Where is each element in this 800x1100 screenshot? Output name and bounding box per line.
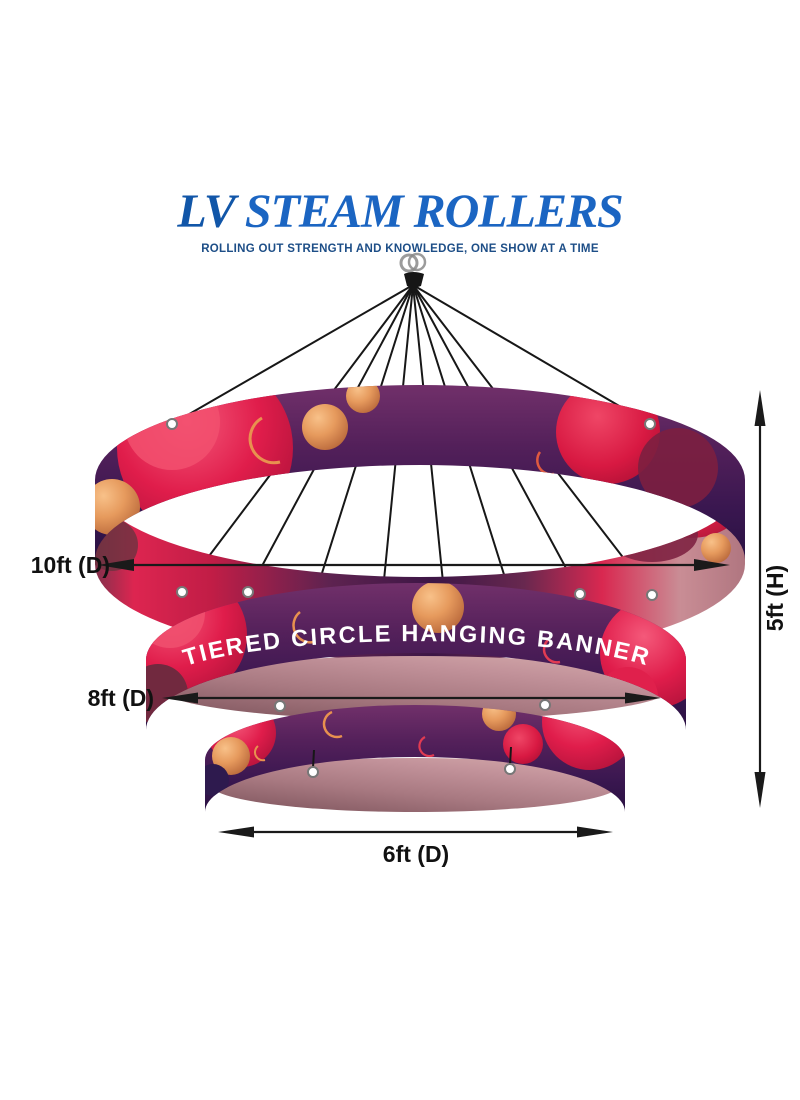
height-label: 5ft (H) [762, 565, 788, 631]
dim-top-diameter: 10ft (D) [31, 552, 730, 578]
logo-lv: LV [177, 185, 236, 238]
brand-tagline: ROLLING OUT STRENGTH AND KNOWLEDGE, ONE … [201, 243, 599, 255]
dim-middle-diameter: 8ft (D) [88, 685, 661, 711]
attachment-loops [166, 418, 658, 778]
middle-ring-printed-band [146, 583, 686, 730]
logo-rest: STEAM ROLLERS [244, 185, 624, 238]
hanging-hook-icon [399, 252, 427, 288]
bottom-ring [205, 705, 625, 812]
dim-height: 5ft (H) [754, 390, 788, 808]
middle-diameter-label: 8ft (D) [88, 685, 154, 711]
hanger-stubs [312, 746, 512, 769]
dim-bottom-diameter: 6ft (D) [218, 826, 613, 867]
top-diameter-label: 10ft (D) [31, 552, 110, 578]
bottom-diameter-label: 6ft (D) [383, 841, 449, 867]
dimension-annotations: 10ft (D) 8ft (D) 6ft (D) 5ft (H) [31, 390, 788, 867]
